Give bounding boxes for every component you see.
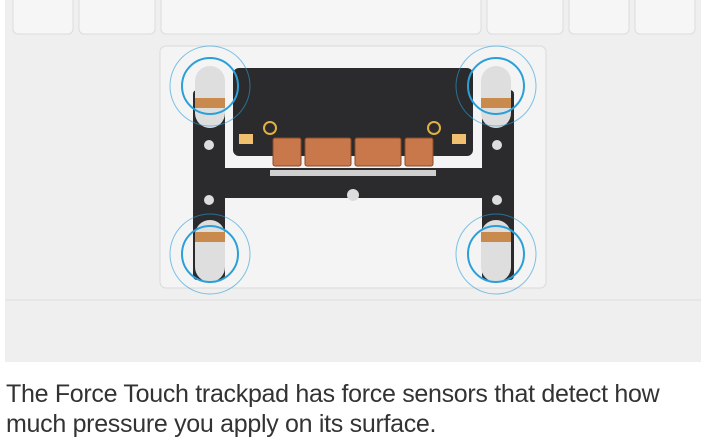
trackpad-diagram-icon	[5, 0, 701, 301]
caption-text: The Force Touch trackpad has force senso…	[6, 380, 660, 438]
trackpad-illustration	[5, 0, 701, 362]
